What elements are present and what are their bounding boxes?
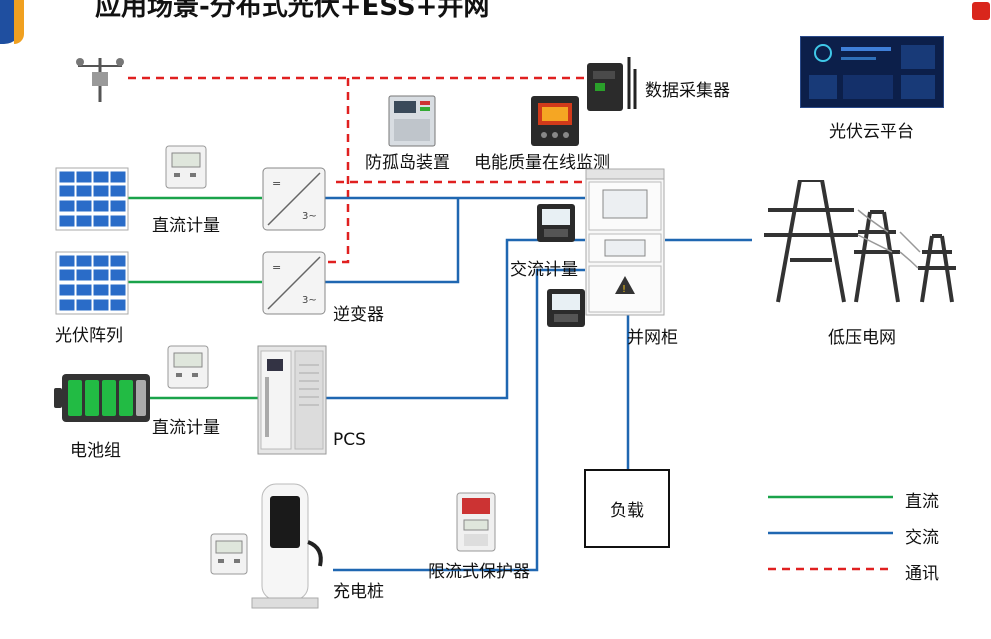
pcs-cabinet-icon [257, 345, 327, 455]
current-limiter-label: 限流式保护器 [428, 562, 530, 582]
comm-line-vertical [325, 78, 350, 264]
ac-meter-bottom-icon [547, 289, 585, 327]
inverter-bottom-icon: = 3~ [262, 251, 326, 315]
dc-lines [128, 196, 262, 400]
header-accent-orange [14, 0, 24, 44]
page-title: 应用场景-分布式光伏+ESS+并网 [95, 0, 490, 22]
anti-islanding-label: 防孤岛装置 [365, 153, 450, 173]
charger-icon [251, 483, 323, 609]
svg-text:!: ! [622, 284, 626, 295]
charger-label: 充电桩 [333, 582, 384, 602]
legend-lines [768, 495, 893, 571]
current-limiter-icon [456, 492, 496, 552]
dc-meter-top-icon [165, 145, 207, 189]
legend-label-ac: 交流 [905, 528, 939, 548]
cloud-platform-label: 光伏云平台 [829, 122, 914, 142]
ac-lines [325, 196, 752, 572]
battery-label: 电池组 [70, 441, 121, 461]
dc-meter-bottom-icon [167, 345, 209, 389]
anti-islanding-icon [388, 95, 436, 147]
logo-icon [972, 2, 990, 20]
svg-text:3~: 3~ [302, 295, 317, 306]
inverter-label: 逆变器 [333, 305, 384, 325]
low-voltage-grid-label: 低压电网 [828, 328, 896, 348]
data-collector-icon [587, 57, 637, 111]
transmission-tower-icon [764, 180, 956, 303]
svg-text:3~: 3~ [302, 211, 317, 222]
load-label: 负载 [610, 501, 644, 521]
charger-meter-icon [210, 533, 248, 575]
ac-meter-label: 交流计量 [510, 260, 578, 280]
data-collector-label: 数据采集器 [645, 81, 730, 101]
ac-line-inv2 [325, 198, 460, 284]
svg-text:=: = [272, 261, 281, 274]
power-quality-monitor-icon [531, 96, 579, 146]
pv-panel-bottom-icon [55, 251, 129, 315]
weather-station-icon [76, 58, 124, 102]
comm-lines [128, 76, 585, 264]
legend-label-dc: 直流 [905, 492, 939, 512]
grid-cabinet-label: 并网柜 [627, 328, 678, 348]
ac-line-charger [333, 268, 585, 572]
dc-meter-top-label: 直流计量 [152, 216, 220, 236]
pv-panel-top-icon [55, 167, 129, 231]
legend-label-comm: 通讯 [905, 564, 939, 584]
pcs-label: PCS [333, 430, 366, 450]
grid-cabinet-icon: ! [585, 168, 665, 316]
battery-icon [54, 374, 150, 422]
pv-array-label: 光伏阵列 [55, 326, 123, 346]
svg-text:=: = [272, 177, 281, 190]
dc-meter-bottom-label: 直流计量 [152, 418, 220, 438]
power-quality-label: 电能质量在线监测 [474, 153, 610, 173]
load-box: 负载 [584, 469, 670, 548]
ac-meter-top-icon [537, 204, 575, 242]
cloud-platform-screen [800, 36, 944, 108]
inverter-top-icon: = 3~ [262, 167, 326, 231]
